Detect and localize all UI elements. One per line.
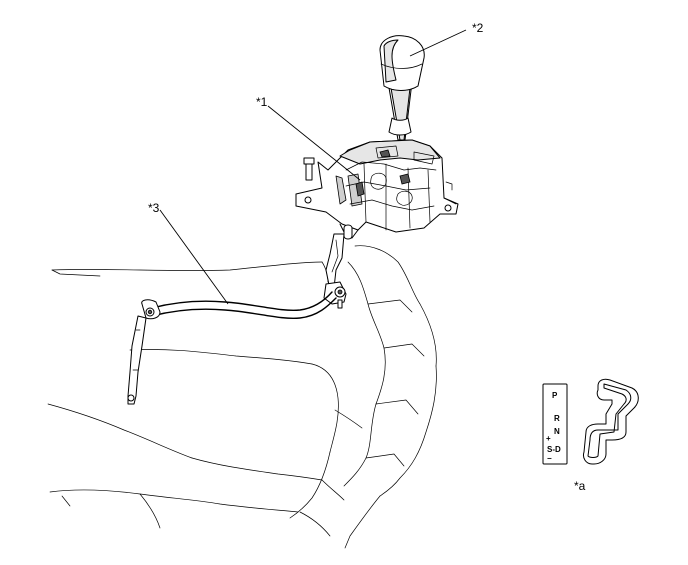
cable-bracket xyxy=(323,233,347,309)
shift-position-indicator: P R N + S-D − xyxy=(542,383,568,465)
gate-label-plus: + xyxy=(546,434,551,443)
callout-3: *3 xyxy=(148,201,160,215)
shift-gate-shape xyxy=(583,378,639,465)
transmission-control-lever xyxy=(127,315,147,405)
shift-lever-assembly xyxy=(295,139,459,240)
gate-label-minus: − xyxy=(547,454,552,463)
shift-lever xyxy=(379,35,425,141)
callout-2: *2 xyxy=(472,21,484,35)
transmission-control-cable xyxy=(141,291,337,320)
gate-label-sd: S-D xyxy=(547,445,561,454)
transmission-outline xyxy=(47,245,437,549)
gate-label-r: R xyxy=(554,414,560,423)
leader-lines xyxy=(159,29,467,305)
gate-label-n: N xyxy=(554,427,560,436)
gate-label-p: P xyxy=(552,391,558,400)
callout-1: *1 xyxy=(256,95,268,109)
callout-a: *a xyxy=(574,479,586,493)
